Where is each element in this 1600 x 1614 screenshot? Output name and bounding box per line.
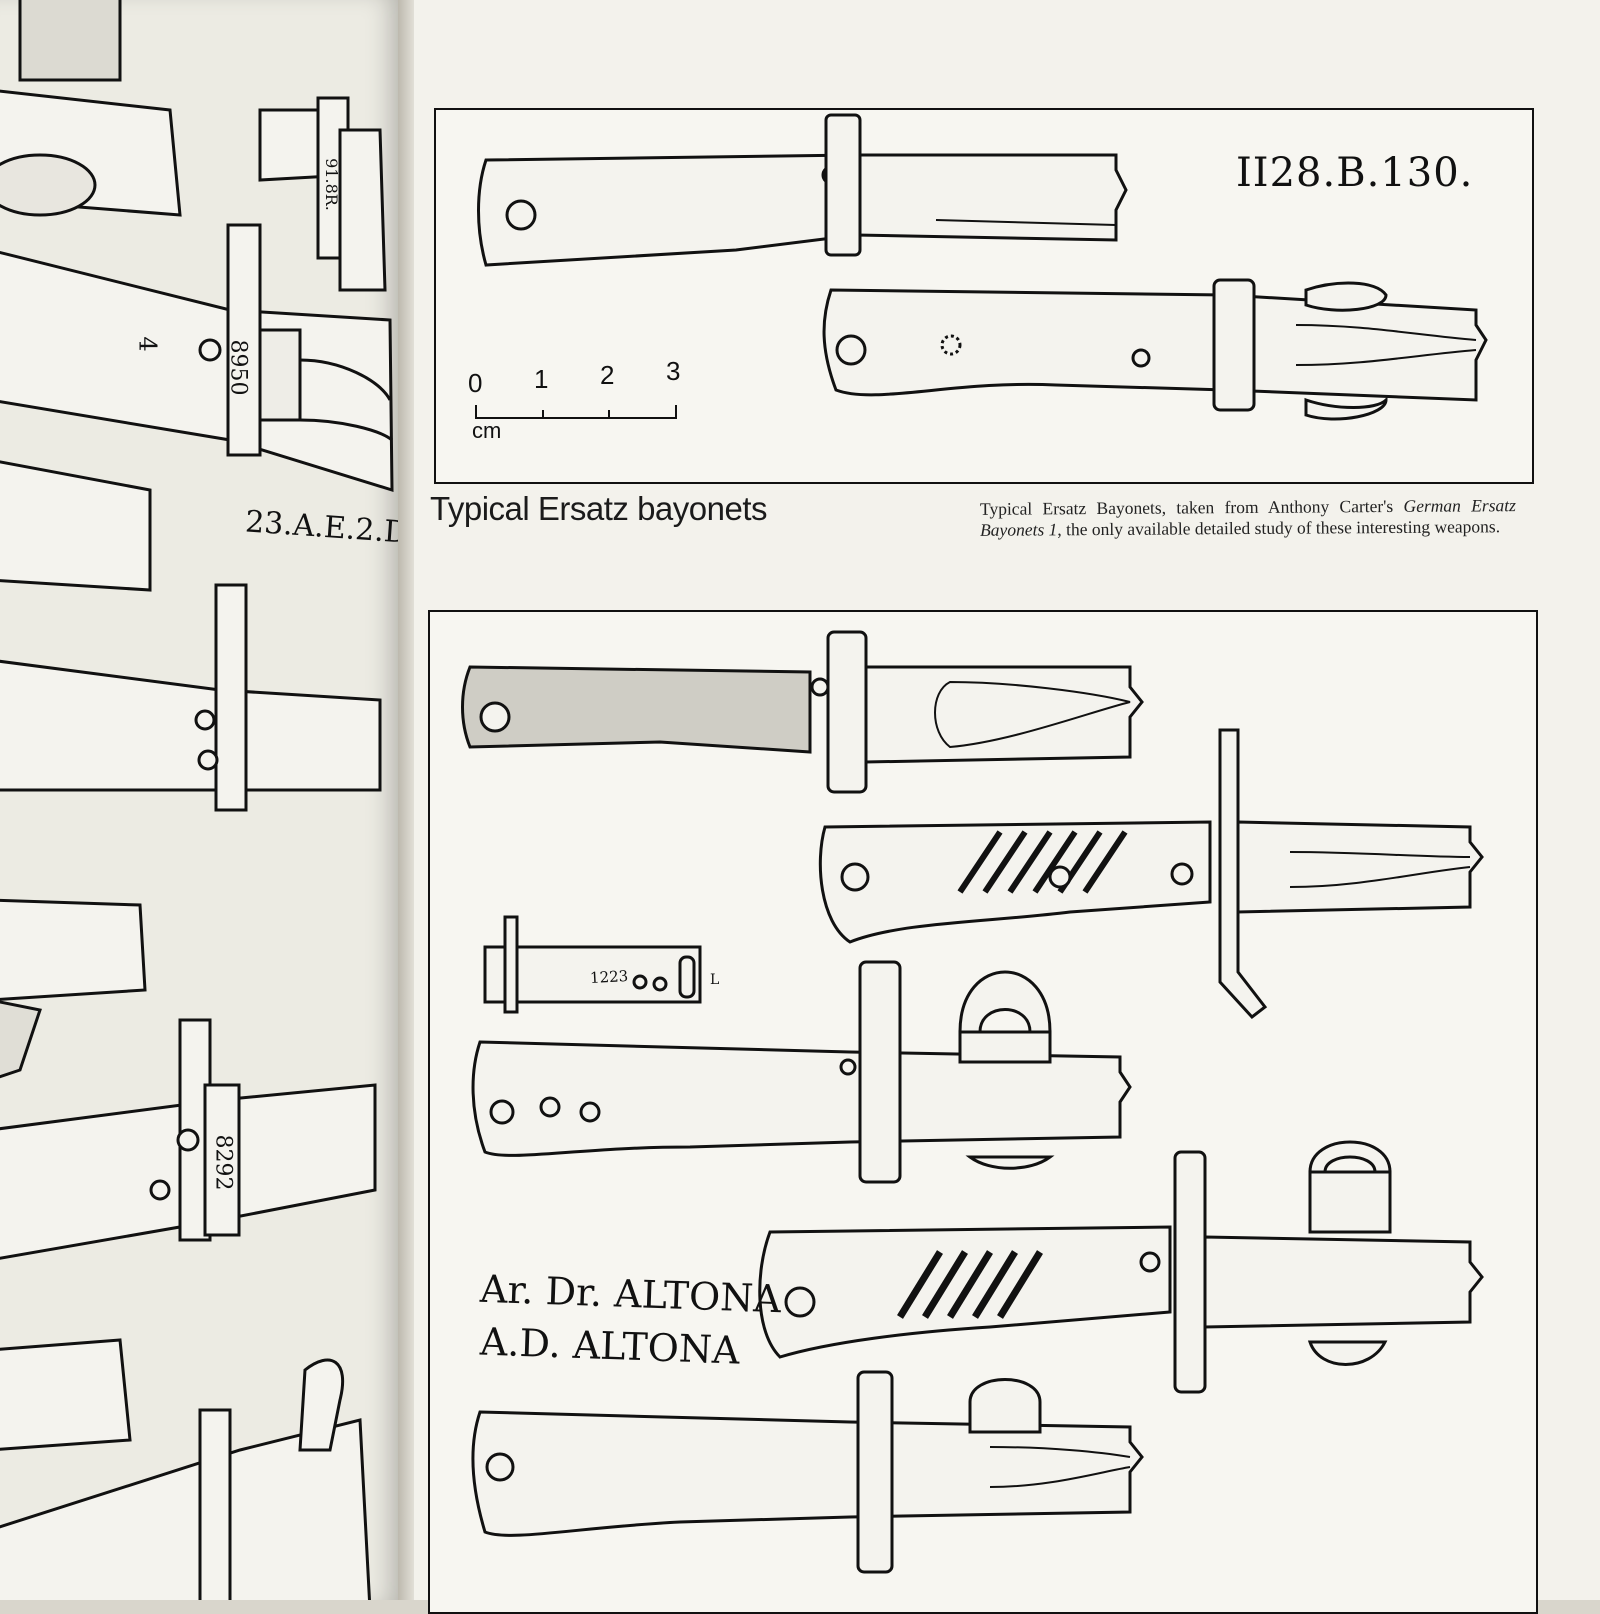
bayonet-7 xyxy=(0,1338,132,1451)
top-figure-marking: II28.B.130. xyxy=(1236,150,1474,196)
frog-marking-number: 1223 xyxy=(589,967,629,987)
bottom-figure-drawings xyxy=(461,630,1484,1574)
bayonet-2 xyxy=(0,250,394,493)
left-page: 23.A.E.2.D.64. 91.8R. 4 8950 8292 xyxy=(0,0,398,1600)
book-gutter xyxy=(398,0,416,1600)
bayonet-b-blade xyxy=(1236,820,1484,914)
bayonet-b-crossguard xyxy=(1218,728,1268,1020)
bayonet-3 xyxy=(0,460,152,592)
top-figure-drawings xyxy=(475,113,1488,421)
caption-part-2: , the only available detailed study of t… xyxy=(1057,516,1501,540)
bayonet-d-blade xyxy=(1203,1235,1484,1329)
upper-crossguard xyxy=(824,113,862,257)
left-number-8950: 8950 xyxy=(225,339,251,396)
left-page-drawings xyxy=(0,0,394,1600)
page-heading: Typical Ersatz bayonets xyxy=(430,490,768,527)
scale-tick-1: 1 xyxy=(534,364,549,394)
bayonet-a-crossguard xyxy=(826,630,868,794)
lower-crossguard xyxy=(1212,278,1256,412)
scale-tick-3: 3 xyxy=(666,356,681,386)
scale-bar xyxy=(475,405,677,419)
lower-muzzle-ring xyxy=(1304,281,1388,312)
right-page: II28.B.130. 0 1 2 3 cm Typical Ersatz ba… xyxy=(414,0,1600,1614)
left-marking-tang: 91.8R. xyxy=(321,158,341,211)
marking-altona-line-2: A.D. ALTONA xyxy=(479,1319,741,1373)
bayonet-c xyxy=(471,1040,1132,1157)
bayonet-d-crossguard xyxy=(1173,1150,1207,1394)
scale-unit: cm xyxy=(472,418,502,443)
frog-marking-letter: L xyxy=(710,972,720,988)
bayonet-5 xyxy=(0,898,147,1001)
bayonet-a-blade xyxy=(864,665,1144,764)
bayonet-e-muzzle-ring xyxy=(968,1378,1042,1434)
scale-tick-2: 2 xyxy=(600,360,615,390)
bayonet-d-muzzle-ring xyxy=(1308,1140,1392,1174)
top-bayonet-upper xyxy=(477,153,1128,267)
scale-tick-0: 0 xyxy=(468,368,483,398)
bayonet-8 xyxy=(0,1418,371,1600)
bayonet-d-spiral-grooves xyxy=(897,1250,1043,1319)
left-number-4: 4 xyxy=(133,336,162,352)
bottom-figure-frame: 1223 L Ar. Dr. ALTONA A.D. ALTONA xyxy=(428,610,1538,1614)
left-number-8292: 8292 xyxy=(210,1134,236,1191)
bayonet-e xyxy=(471,1410,1144,1537)
figure-caption: Typical Ersatz Bayonets, taken from Anth… xyxy=(980,495,1516,541)
top-bayonet-lower xyxy=(822,288,1488,402)
frog-tip xyxy=(483,945,702,1004)
bayonet-c-crossguard xyxy=(858,960,902,1184)
bayonet-b-spiral-grooves xyxy=(957,830,1128,894)
bayonet-c-muzzle-ring xyxy=(958,970,1052,1034)
bayonet-e-crossguard xyxy=(856,1370,894,1574)
bayonet-4 xyxy=(0,659,382,792)
top-figure-frame: II28.B.130. 0 1 2 3 cm xyxy=(434,108,1534,484)
caption-part-1: Typical Ersatz Bayonets, taken from Anth… xyxy=(979,495,1394,519)
bayonet-a-grip xyxy=(461,665,812,754)
